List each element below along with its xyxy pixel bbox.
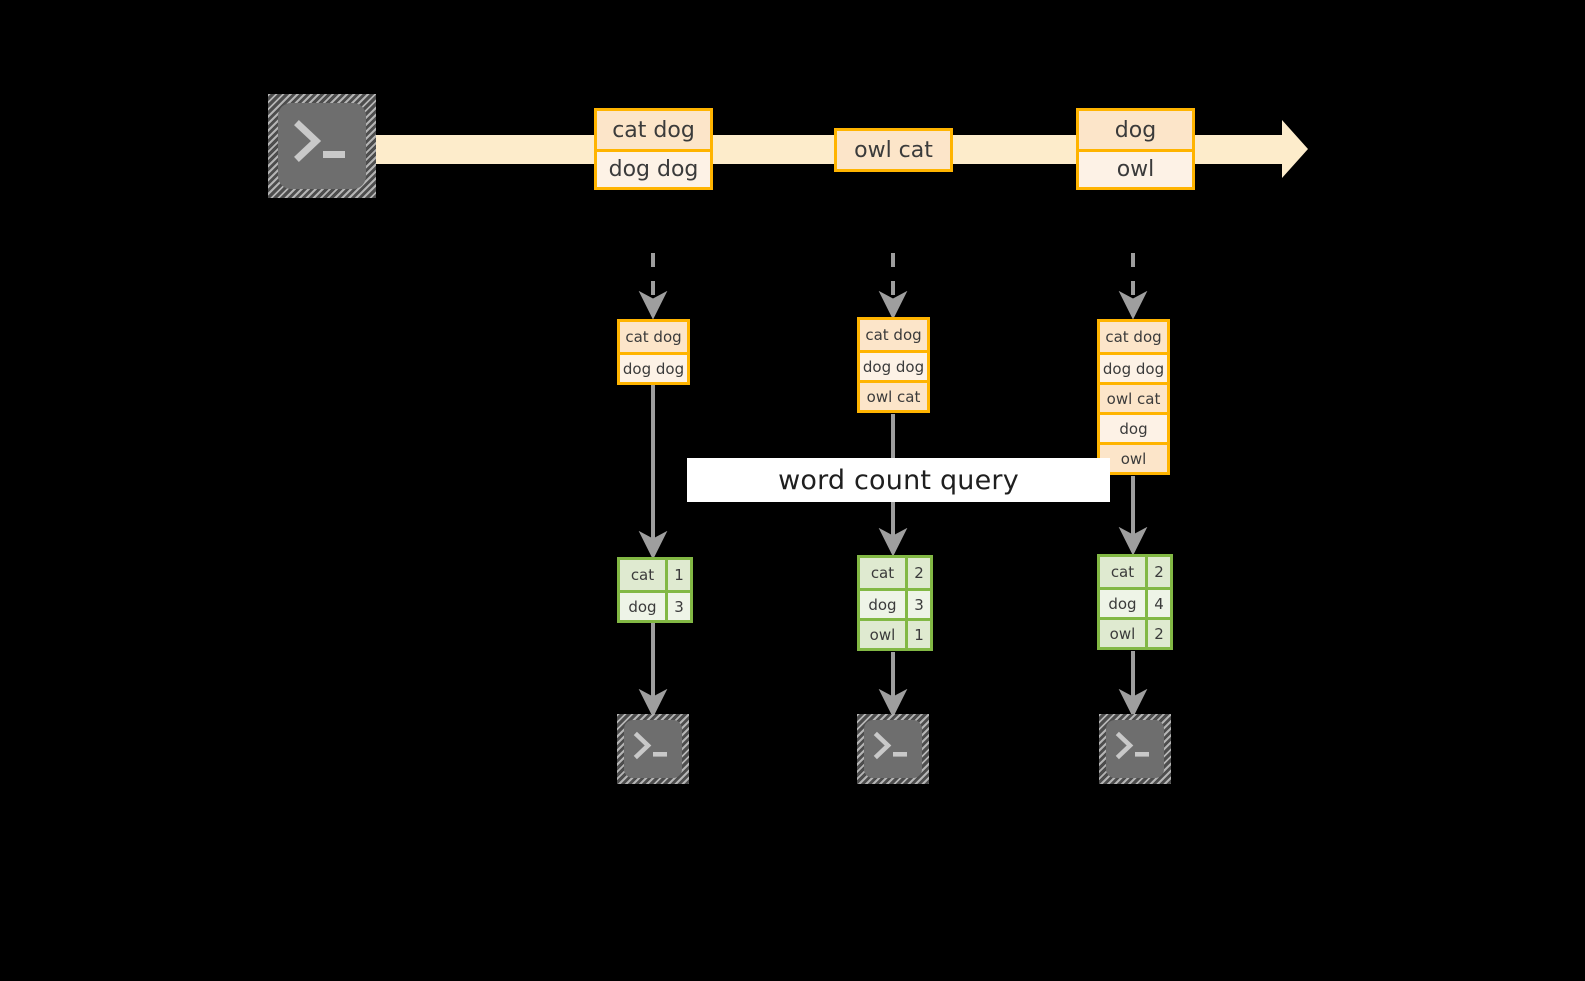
snapshot-input-row: cat dog — [625, 328, 682, 346]
result-word: dog — [620, 593, 665, 620]
result-word: owl — [1100, 620, 1145, 647]
result-word: cat — [1100, 557, 1145, 587]
table-row: cat 1 — [620, 560, 690, 590]
snapshot-input-row: cat dog — [865, 326, 922, 344]
snapshot-2-sink-terminal-icon[interactable] — [857, 714, 929, 784]
result-count: 1 — [904, 621, 930, 648]
result-count: 1 — [664, 560, 690, 590]
result-word: cat — [620, 560, 665, 590]
stream-event-line: cat dog — [612, 117, 695, 143]
table-row: dog 4 — [1100, 587, 1170, 617]
snapshot-2-input-stack[interactable]: cat dog dog dog owl cat — [857, 317, 930, 413]
snapshot-input-row: owl — [1100, 442, 1167, 472]
snapshot-input-row: dog — [1100, 412, 1167, 442]
snapshot-3-input-stack[interactable]: cat dog dog dog owl cat dog owl — [1097, 319, 1170, 475]
result-count: 2 — [1144, 557, 1170, 587]
snapshot-input-row: cat dog — [1105, 328, 1162, 346]
table-row: dog 3 — [620, 590, 690, 620]
stream-event-group-1[interactable]: cat dog dog dog — [594, 108, 713, 190]
result-word: dog — [1100, 590, 1145, 617]
snapshot-1-input-stack[interactable]: cat dog dog dog — [617, 319, 690, 385]
result-count: 4 — [1144, 590, 1170, 617]
source-terminal-icon[interactable] — [268, 94, 376, 198]
table-row: dog 3 — [860, 588, 930, 618]
query-label-plate: word count query — [687, 458, 1110, 502]
result-count: 3 — [664, 593, 690, 620]
snapshot-2-result-table[interactable]: cat 2 dog 3 owl 1 — [857, 555, 933, 651]
snapshot-input-row: dog dog — [1100, 352, 1167, 382]
snapshot-input-row: owl cat — [860, 380, 927, 410]
stream-event-line: dog — [1114, 117, 1157, 143]
table-row: cat 2 — [1100, 557, 1170, 587]
table-row: owl 2 — [1100, 617, 1170, 647]
result-word: owl — [860, 621, 905, 648]
result-count: 2 — [1144, 620, 1170, 647]
table-row: owl 1 — [860, 618, 930, 648]
snapshot-1-result-table[interactable]: cat 1 dog 3 — [617, 557, 693, 623]
snapshot-1-sink-terminal-icon[interactable] — [617, 714, 689, 784]
stream-event-group-3[interactable]: dog owl — [1076, 108, 1195, 190]
snapshot-input-row: dog dog — [860, 350, 927, 380]
stream-event-line: owl — [1079, 149, 1192, 187]
event-stream-arrowhead — [1282, 120, 1308, 178]
prompt-glyph — [633, 731, 667, 760]
snapshot-input-row: owl cat — [1100, 382, 1167, 412]
prompt-glyph — [873, 731, 907, 760]
stream-event-line: owl cat — [854, 137, 933, 163]
snapshot-input-row: dog dog — [620, 352, 687, 382]
result-count: 2 — [904, 558, 930, 588]
query-label-text: word count query — [778, 464, 1019, 496]
result-count: 3 — [904, 591, 930, 618]
prompt-glyph — [1115, 731, 1149, 760]
table-row: cat 2 — [860, 558, 930, 588]
result-word: cat — [860, 558, 905, 588]
result-word: dog — [860, 591, 905, 618]
stream-event-group-2[interactable]: owl cat — [834, 128, 953, 172]
snapshot-3-result-table[interactable]: cat 2 dog 4 owl 2 — [1097, 554, 1173, 650]
prompt-glyph — [294, 120, 345, 162]
snapshot-3-sink-terminal-icon[interactable] — [1099, 714, 1171, 784]
stream-event-line: dog dog — [597, 149, 710, 187]
